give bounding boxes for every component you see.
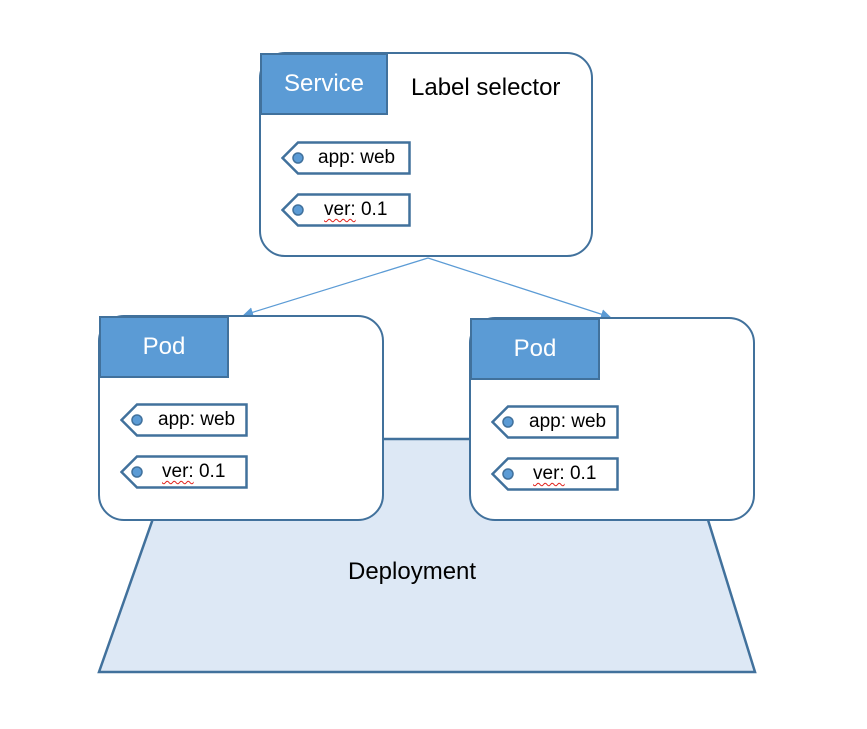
label-key: app: — [318, 147, 355, 168]
pod-label-tag-app: app: web — [491, 405, 619, 439]
label-value: 0.1 — [360, 199, 388, 220]
label-tag-icon — [120, 403, 248, 437]
label-value: web — [360, 147, 396, 168]
label-tag-icon — [491, 405, 619, 439]
connector-service-to-pod-left — [243, 257, 429, 318]
deployment-label: Deployment — [348, 558, 477, 585]
label-key: app: — [529, 411, 566, 432]
label-text: app: web — [158, 403, 235, 437]
service-card: Service Label selector app: web ver: 0.1 — [259, 52, 593, 257]
service-label-tag-app: app: web — [281, 141, 411, 175]
label-value: web — [200, 409, 236, 430]
pod-label-tag-app: app: web — [120, 403, 248, 437]
label-text: ver: 0.1 — [162, 455, 225, 489]
label-tag-icon — [491, 457, 619, 491]
service-label-tag-ver: ver: 0.1 — [281, 193, 411, 227]
label-key: app: — [158, 409, 195, 430]
label-tag-icon — [281, 193, 411, 227]
label-key: ver: — [162, 461, 194, 482]
label-value: web — [571, 411, 607, 432]
label-value: 0.1 — [198, 461, 226, 482]
pod-label-tag-ver: ver: 0.1 — [491, 457, 619, 491]
label-value: 0.1 — [569, 463, 597, 484]
pod-title: Pod — [470, 318, 600, 380]
pod-label-tag-ver: ver: 0.1 — [120, 455, 248, 489]
label-text: app: web — [529, 405, 606, 439]
label-key: ver: — [324, 199, 356, 220]
service-title: Service — [260, 53, 388, 115]
pod-card-left: Pod app: web ver: 0.1 — [98, 315, 384, 521]
connector-service-to-pod-right — [427, 257, 611, 319]
pod-title: Pod — [99, 316, 229, 378]
label-tag-icon — [120, 455, 248, 489]
pod-card-right: Pod app: web ver: 0.1 — [469, 317, 755, 521]
label-text: ver: 0.1 — [533, 457, 596, 491]
label-tag-icon — [281, 141, 411, 175]
label-selector-title: Label selector — [411, 74, 561, 101]
label-key: ver: — [533, 463, 565, 484]
label-text: app: web — [318, 141, 395, 175]
label-text: ver: 0.1 — [324, 193, 387, 227]
